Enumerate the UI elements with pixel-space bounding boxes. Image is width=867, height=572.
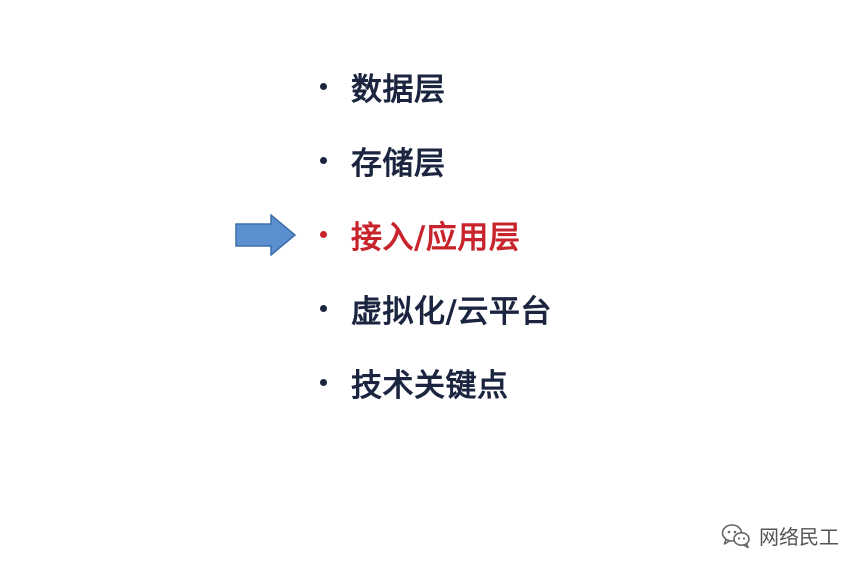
bullet-label: 技术关键点	[351, 367, 509, 404]
watermark: 网络民工	[721, 521, 839, 550]
bullet-label: 数据层	[351, 71, 446, 108]
bullet-label: 存储层	[351, 145, 446, 182]
bullet-item-access-application-layer: 接入/应用层	[320, 210, 552, 258]
watermark-text: 网络民工	[759, 525, 839, 549]
right-arrow-icon	[235, 214, 297, 256]
bullet-item-storage-layer: 存储层	[320, 136, 552, 184]
bullet-label: 虚拟化/云平台	[351, 293, 552, 330]
bullet-label: 接入/应用层	[351, 219, 521, 256]
bullet-list: 数据层 存储层 接入/应用层 虚拟化/云平台 技术关键点	[320, 62, 552, 432]
bullet-dot	[320, 156, 327, 164]
bullet-item-data-layer: 数据层	[320, 62, 552, 110]
wechat-icon	[721, 523, 750, 548]
bullet-dot	[320, 82, 327, 90]
bullet-item-virtualization-cloud: 虚拟化/云平台	[320, 284, 552, 332]
bullet-dot	[320, 378, 327, 386]
bullet-item-key-technologies: 技术关键点	[320, 358, 552, 406]
bullet-dot	[320, 230, 327, 238]
bullet-dot	[320, 304, 327, 312]
